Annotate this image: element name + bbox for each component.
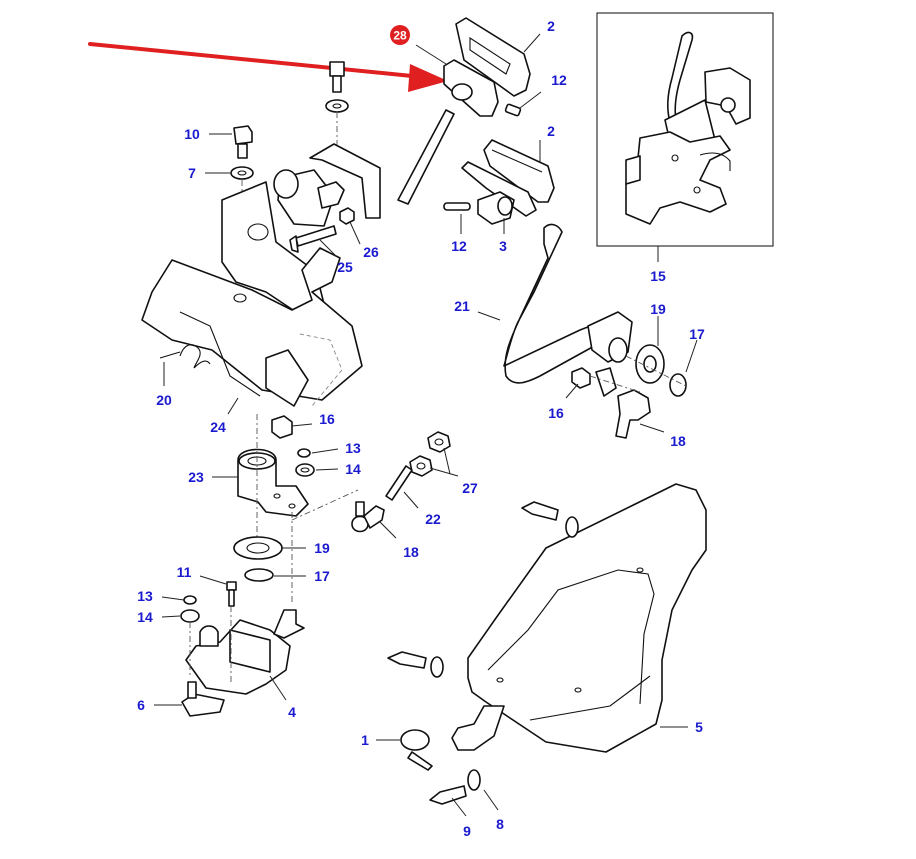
- washer-19-right: [635, 344, 665, 384]
- lever-bracket-24: [141, 247, 363, 407]
- callout-16[interactable]: 16: [548, 405, 564, 421]
- callout-2[interactable]: 2: [547, 123, 555, 139]
- callout-23[interactable]: 23: [188, 469, 204, 485]
- callout-19[interactable]: 19: [314, 540, 330, 556]
- leader-lines: [154, 33, 698, 817]
- pedal-plate-28: [443, 59, 499, 117]
- circlip-17-center: [244, 568, 274, 582]
- callout-12[interactable]: 12: [451, 238, 467, 254]
- highlight-arrow: [88, 42, 448, 92]
- bolt-top-right: [521, 501, 579, 538]
- callout-14[interactable]: 14: [345, 461, 361, 477]
- callout-26[interactable]: 26: [363, 244, 379, 260]
- circlip-17-right: [669, 373, 687, 397]
- callout-5[interactable]: 5: [695, 719, 703, 735]
- pedal-lever-3: [461, 161, 537, 225]
- callout-18[interactable]: 18: [670, 433, 686, 449]
- callout-3[interactable]: 3: [499, 238, 507, 254]
- callout-25[interactable]: 25: [337, 259, 353, 275]
- callout-9[interactable]: 9: [463, 823, 471, 839]
- bolt-9: [429, 785, 467, 805]
- spring-pin-12: [443, 202, 471, 211]
- washer-14-left: [180, 609, 200, 623]
- bracket-upper: [221, 143, 381, 313]
- pin-22: [385, 465, 413, 501]
- callout-21[interactable]: 21: [454, 298, 470, 314]
- bolt-25: [289, 225, 337, 253]
- nut-16-center: [271, 415, 293, 439]
- callout-18[interactable]: 18: [403, 544, 419, 560]
- hose-clamp-1: [400, 729, 433, 771]
- pedal-arm-21: [503, 223, 633, 397]
- bolt-top: [325, 61, 349, 113]
- pedal-pad-upper-2: [455, 17, 531, 97]
- callout-15[interactable]: 15: [650, 268, 666, 284]
- callout-24[interactable]: 24: [210, 419, 226, 435]
- callout-11[interactable]: 11: [177, 564, 192, 580]
- housing-5: [451, 483, 707, 753]
- callout-13[interactable]: 13: [137, 588, 153, 604]
- callout-7[interactable]: 7: [188, 165, 196, 181]
- callout-13[interactable]: 13: [345, 440, 361, 456]
- spring-20: [159, 344, 211, 369]
- callout-17[interactable]: 17: [314, 568, 330, 584]
- callout-17[interactable]: 17: [689, 326, 705, 342]
- bolt-10: [233, 125, 253, 159]
- washer-7: [230, 166, 254, 180]
- inset-assembly-15: [596, 12, 774, 247]
- o-ring-13-left: [183, 595, 197, 605]
- callout-14[interactable]: 14: [137, 609, 153, 625]
- callout-1[interactable]: 1: [361, 732, 369, 748]
- callout-6[interactable]: 6: [137, 697, 145, 713]
- badge-circle: [390, 25, 410, 45]
- tube-shaft: [397, 109, 455, 205]
- washer-8: [467, 769, 481, 791]
- pedal-pad-lower-2: [483, 139, 555, 203]
- callout-16[interactable]: 16: [319, 411, 335, 427]
- lever-arm-23: [237, 448, 309, 517]
- washer-19-center: [233, 536, 283, 560]
- callout-12[interactable]: 12: [551, 72, 567, 88]
- callout-27[interactable]: 27: [462, 480, 478, 496]
- callout-20[interactable]: 20: [156, 392, 172, 408]
- pin-12-top: [504, 103, 522, 117]
- callout-22[interactable]: 22: [425, 511, 441, 527]
- o-ring-13-center: [297, 448, 311, 458]
- callout-labels: 2 12 2 12 3 15 21 19 17 16 18 10 7 25 26…: [137, 18, 705, 839]
- switch-4: [185, 609, 305, 695]
- badge-label: 28: [393, 29, 407, 43]
- highlight-badge-28[interactable]: 28: [390, 25, 410, 45]
- ball-joint-18-right: [615, 389, 651, 439]
- nuts-27: [409, 431, 451, 477]
- bolt-mid-left: [387, 651, 444, 678]
- stud-6: [181, 681, 225, 717]
- nut-26: [339, 207, 355, 225]
- callout-10[interactable]: 10: [184, 126, 200, 142]
- nut-16-right: [571, 367, 591, 389]
- ball-joint-18-center: [351, 501, 385, 533]
- callout-19[interactable]: 19: [650, 301, 666, 317]
- callout-2[interactable]: 2: [547, 18, 555, 34]
- bolt-11: [226, 581, 237, 607]
- callout-8[interactable]: 8: [496, 816, 504, 832]
- callout-4[interactable]: 4: [288, 704, 296, 720]
- washer-14-center: [295, 463, 315, 477]
